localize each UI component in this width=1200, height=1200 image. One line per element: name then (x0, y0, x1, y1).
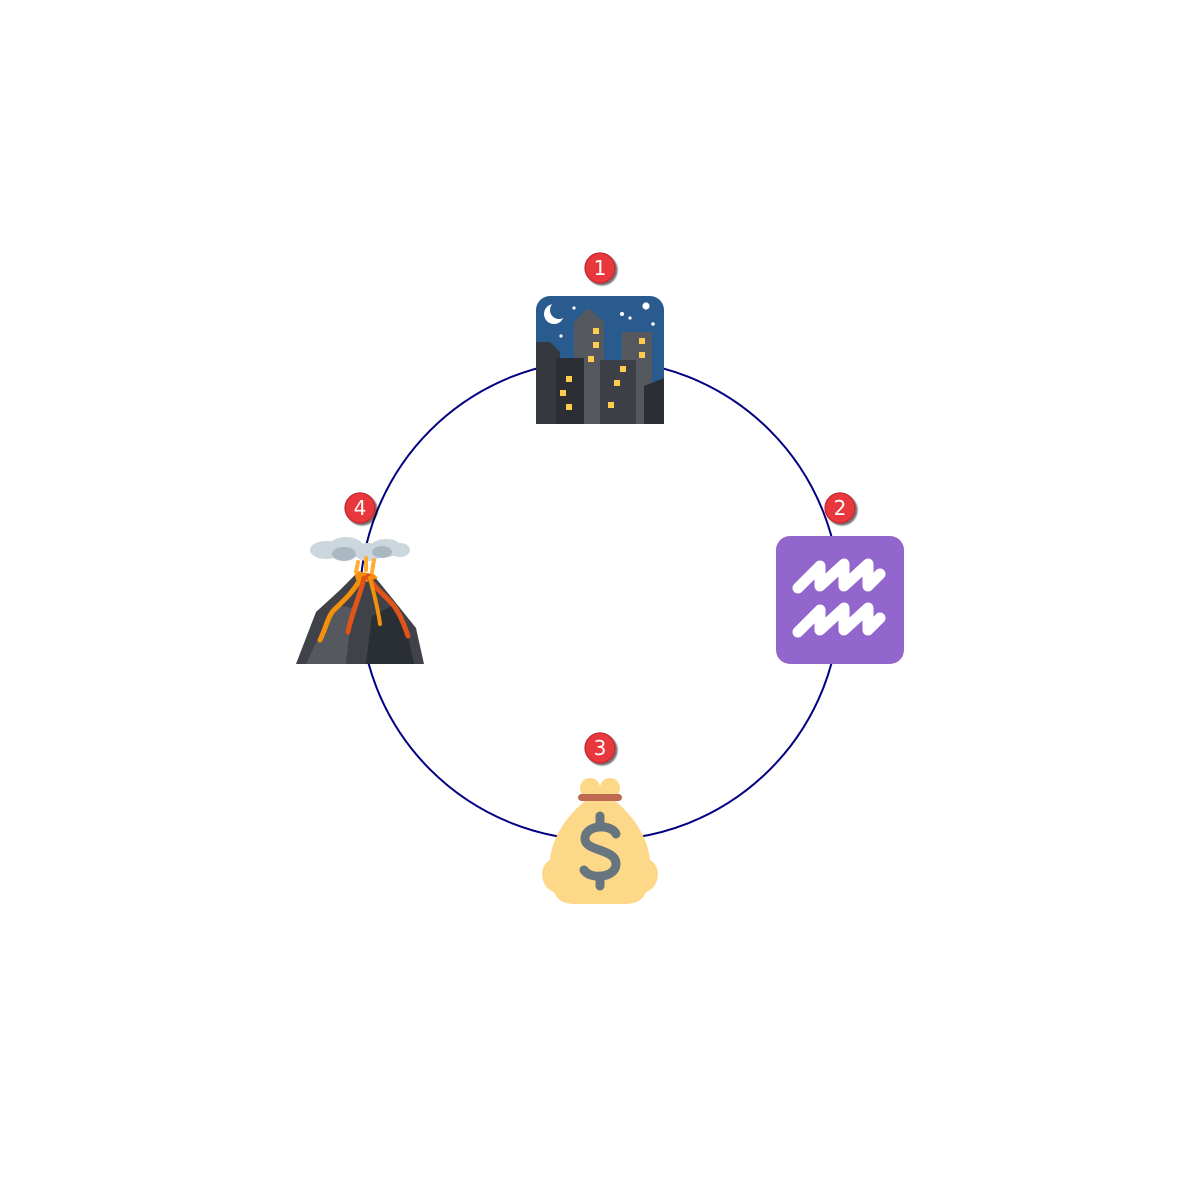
step-badge-1 (584, 252, 616, 284)
node-3: 3 (542, 732, 658, 904)
step-number: 2 (834, 496, 847, 520)
step-badge-3 (584, 732, 616, 764)
step-number: 4 (354, 496, 367, 520)
step-badge-4 (344, 492, 376, 524)
step-number: 1 (594, 256, 607, 280)
night-city-icon (536, 296, 664, 424)
node-1: 1 (536, 252, 664, 424)
cycle-ring (359, 359, 841, 841)
node-2: 2 (776, 492, 904, 664)
volcano-icon (296, 537, 424, 664)
aquarius-icon (776, 536, 904, 664)
step-badge-2 (824, 492, 856, 524)
node-4: 4 (296, 492, 424, 664)
step-number: 3 (594, 736, 607, 760)
money-bag-icon (542, 778, 658, 904)
